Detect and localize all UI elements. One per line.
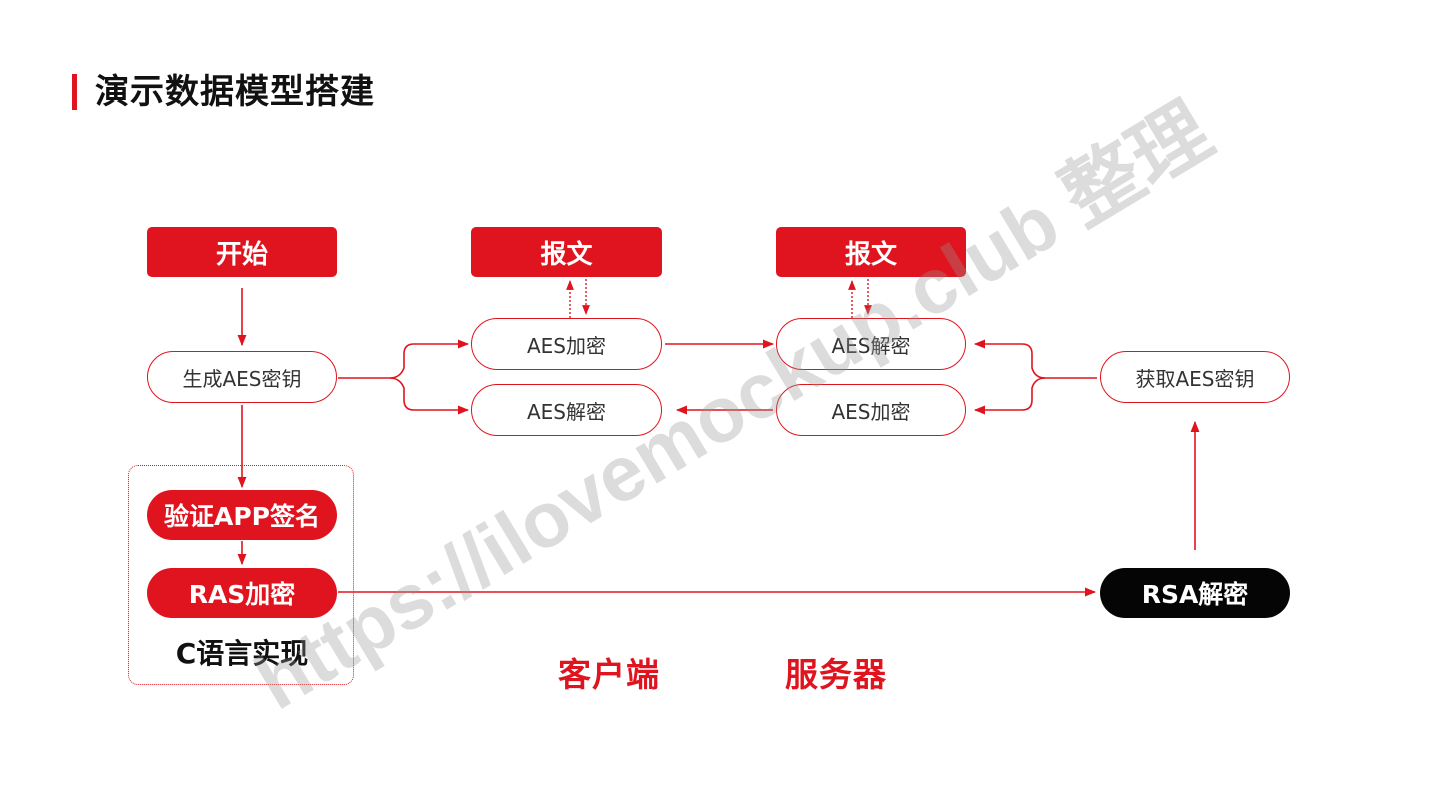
c-implementation-group xyxy=(128,465,354,685)
page-title: 演示数据模型搭建 xyxy=(95,72,375,112)
title-accent-bar xyxy=(72,74,77,110)
node-start[interactable]: 开始 xyxy=(147,227,337,277)
node-message-server[interactable]: 报文 xyxy=(776,227,966,277)
node-client-aes-encrypt[interactable]: AES加密 xyxy=(471,318,662,370)
node-rsa-decrypt[interactable]: RSA解密 xyxy=(1100,568,1290,618)
brace-getkey-lower xyxy=(973,377,1046,415)
c-language-label: C语言实现 xyxy=(175,637,309,670)
node-client-aes-decrypt[interactable]: AES解密 xyxy=(471,384,662,436)
node-verify-app-signature[interactable]: 验证APP签名 xyxy=(147,490,337,540)
node-message-client[interactable]: 报文 xyxy=(471,227,662,277)
server-label: 服务器 xyxy=(785,655,887,694)
node-generate-aes-key[interactable]: 生成AES密钥 xyxy=(147,351,337,403)
client-label: 客户端 xyxy=(558,655,660,694)
node-server-aes-encrypt[interactable]: AES加密 xyxy=(776,384,966,436)
brace-generate xyxy=(338,339,470,379)
brace-generate-lower xyxy=(389,377,470,415)
node-get-aes-key[interactable]: 获取AES密钥 xyxy=(1100,351,1290,403)
node-ras-encrypt[interactable]: RAS加密 xyxy=(147,568,337,618)
brace-getkey xyxy=(973,339,1097,379)
node-server-aes-decrypt[interactable]: AES解密 xyxy=(776,318,966,370)
